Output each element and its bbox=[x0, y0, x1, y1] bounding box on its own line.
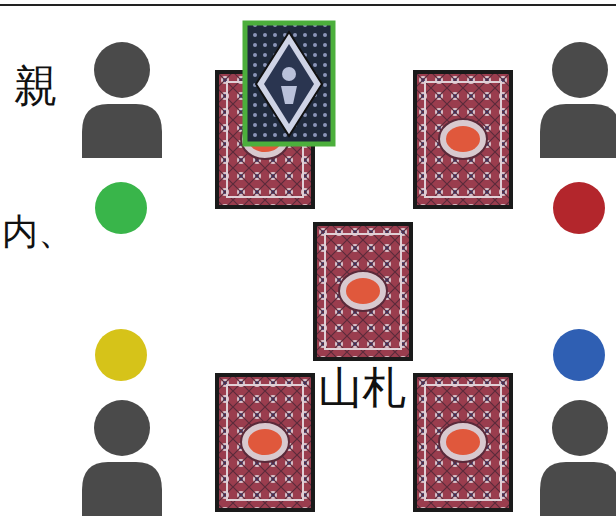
face-up-card bbox=[245, 23, 333, 144]
card-back bbox=[217, 375, 313, 510]
player-dot bbox=[95, 182, 147, 234]
dealer-label: 親 bbox=[14, 62, 58, 110]
card-back bbox=[415, 72, 511, 207]
player-icon bbox=[540, 42, 616, 158]
player-icon bbox=[82, 42, 162, 158]
note-fragment: 内、 bbox=[2, 212, 74, 252]
deck-label: 山札 bbox=[318, 364, 406, 412]
player-dot bbox=[553, 182, 605, 234]
player-icon bbox=[540, 400, 616, 516]
top-rule bbox=[0, 4, 616, 6]
player-icon bbox=[82, 400, 162, 516]
card-back bbox=[415, 375, 511, 510]
player-dot bbox=[553, 329, 605, 381]
deck-card bbox=[315, 224, 411, 359]
player-dot bbox=[95, 329, 147, 381]
